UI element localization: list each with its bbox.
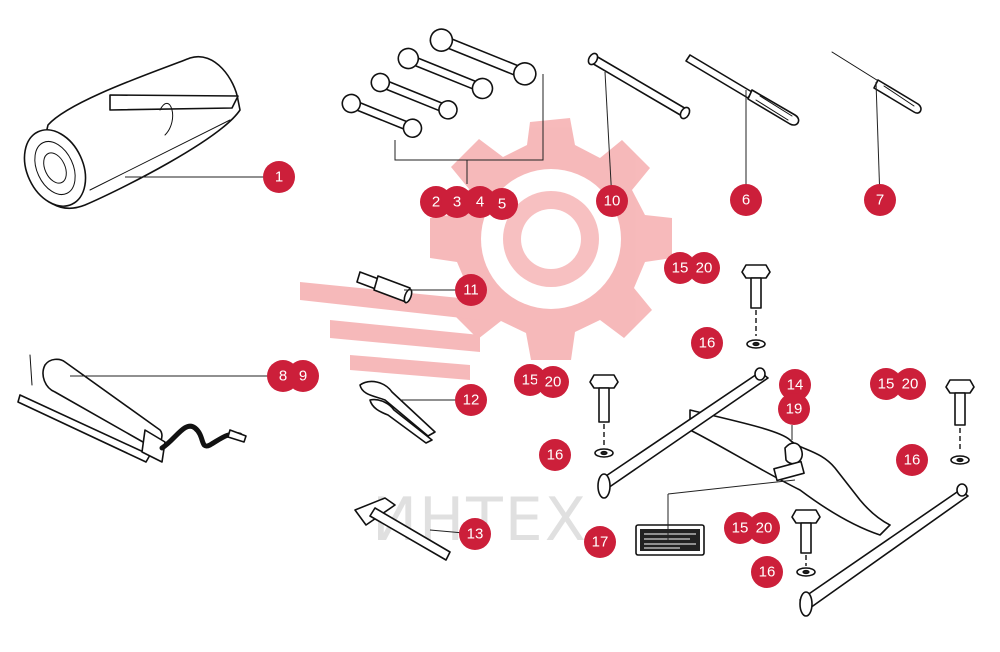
pliers-illustration — [359, 380, 436, 444]
rating-plate-illustration — [635, 524, 705, 556]
callout-15[interactable]: 15 — [514, 364, 546, 396]
tool-roll-illustration — [23, 55, 241, 209]
callout-20[interactable]: 20 — [894, 368, 926, 400]
svg-text:4: 4 — [476, 194, 484, 211]
svg-text:16: 16 — [547, 447, 564, 464]
svg-text:12: 12 — [463, 392, 480, 409]
callout-10[interactable]: 10 — [596, 185, 628, 217]
callout-17[interactable]: 17 — [584, 526, 616, 558]
svg-text:15: 15 — [878, 376, 895, 393]
svg-text:20: 20 — [696, 260, 713, 277]
callout-16[interactable]: 16 — [751, 556, 783, 588]
callout-16[interactable]: 16 — [539, 439, 571, 471]
callout-13[interactable]: 13 — [459, 518, 491, 550]
svg-text:7: 7 — [876, 192, 884, 209]
svg-text:2: 2 — [432, 194, 440, 211]
grease-gun-illustration — [17, 354, 247, 463]
svg-text:6: 6 — [742, 192, 750, 209]
callout-16[interactable]: 16 — [691, 327, 723, 359]
callout-15[interactable]: 15 — [724, 512, 756, 544]
callout-6[interactable]: 6 — [730, 184, 762, 216]
bolt-illustration — [945, 379, 975, 465]
callout-15[interactable]: 15 — [664, 252, 696, 284]
callout-1[interactable]: 1 — [263, 161, 295, 193]
punch-illustration — [356, 271, 413, 304]
callout-12[interactable]: 12 — [455, 384, 487, 416]
svg-text:17: 17 — [592, 534, 609, 551]
svg-text:5: 5 — [498, 196, 506, 213]
svg-text:15: 15 — [522, 372, 539, 389]
svg-text:14: 14 — [787, 377, 804, 394]
hammer-illustration — [354, 497, 451, 561]
spanner-set-illustration — [341, 28, 537, 139]
callout-20[interactable]: 20 — [688, 252, 720, 284]
callout-15[interactable]: 15 — [870, 368, 902, 400]
watermark-logo — [300, 118, 672, 380]
callout-5[interactable]: 5 — [486, 188, 518, 220]
callout-9[interactable]: 9 — [287, 360, 319, 392]
svg-text:3: 3 — [453, 194, 461, 211]
leader-lines — [70, 71, 881, 542]
callout-20[interactable]: 20 — [537, 366, 569, 398]
callout-14[interactable]: 14 — [779, 369, 811, 401]
bolt-illustration — [589, 374, 619, 458]
svg-text:1: 1 — [275, 169, 283, 186]
svg-text:20: 20 — [545, 374, 562, 391]
svg-text:8: 8 — [279, 368, 287, 385]
svg-text:16: 16 — [759, 564, 776, 581]
callout-16[interactable]: 16 — [896, 444, 928, 476]
svg-text:9: 9 — [299, 368, 307, 385]
svg-text:20: 20 — [902, 376, 919, 393]
callout-20[interactable]: 20 — [748, 512, 780, 544]
svg-text:10: 10 — [604, 193, 621, 210]
callout-3[interactable]: 3 — [441, 186, 473, 218]
cross-screwdriver-illustration — [831, 51, 922, 114]
callout-11[interactable]: 11 — [455, 274, 487, 306]
svg-text:20: 20 — [756, 520, 773, 537]
flat-screwdriver-illustration — [685, 54, 800, 126]
svg-text:16: 16 — [699, 335, 716, 352]
tommy-bar-illustration — [587, 52, 691, 120]
svg-text:15: 15 — [732, 520, 749, 537]
callout-19[interactable]: 19 — [778, 393, 810, 425]
bolt-illustration — [791, 509, 821, 577]
bolt-illustration — [741, 264, 771, 349]
svg-text:16: 16 — [904, 452, 921, 469]
callout-7[interactable]: 7 — [864, 184, 896, 216]
svg-text:13: 13 — [467, 526, 484, 543]
support-frame-illustration — [597, 367, 969, 617]
svg-text:11: 11 — [463, 282, 479, 299]
svg-text:19: 19 — [786, 401, 803, 418]
svg-text:15: 15 — [672, 260, 689, 277]
